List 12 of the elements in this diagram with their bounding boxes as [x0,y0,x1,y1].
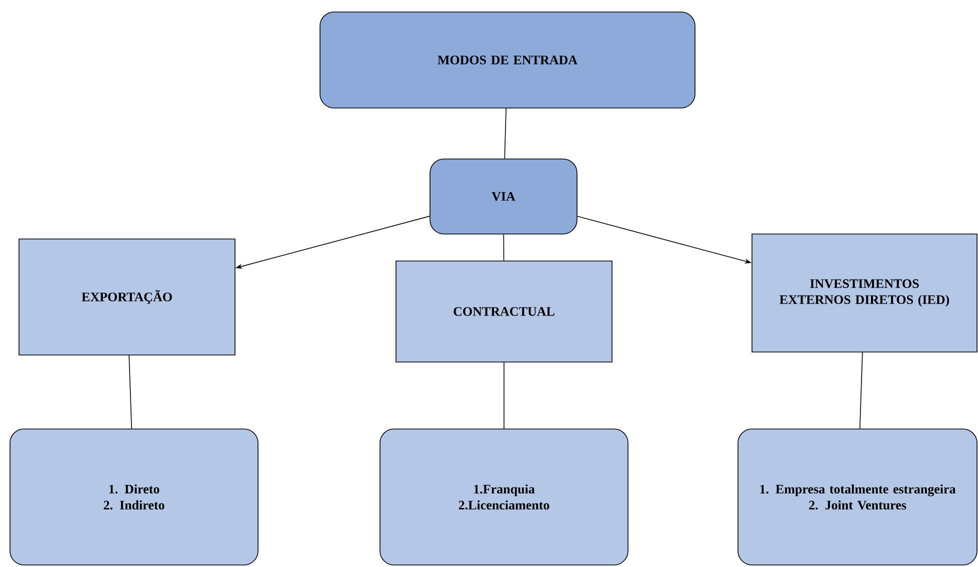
heading-box: MODOS DE ENTRADA [320,12,696,108]
connector-line [859,352,863,429]
list-box: 1.Franquia 2.Licenciamento [380,428,628,566]
list-box: 1. Empresa totalmente estrangeira 2. Joint Ventures [738,428,978,566]
category-box: EXPORTAÇÃO [18,238,236,356]
process-box: VIA [430,158,578,234]
category-box: INVESTIMENTOS EXTERNOS DIRETOS (IED) [752,234,978,352]
connector-line [503,234,504,261]
category-box: CONTRACTUAL [396,260,612,362]
list-box: 1. Direto 2. Indireto [10,428,258,566]
connector-line [128,354,132,429]
connector-line [504,108,506,159]
